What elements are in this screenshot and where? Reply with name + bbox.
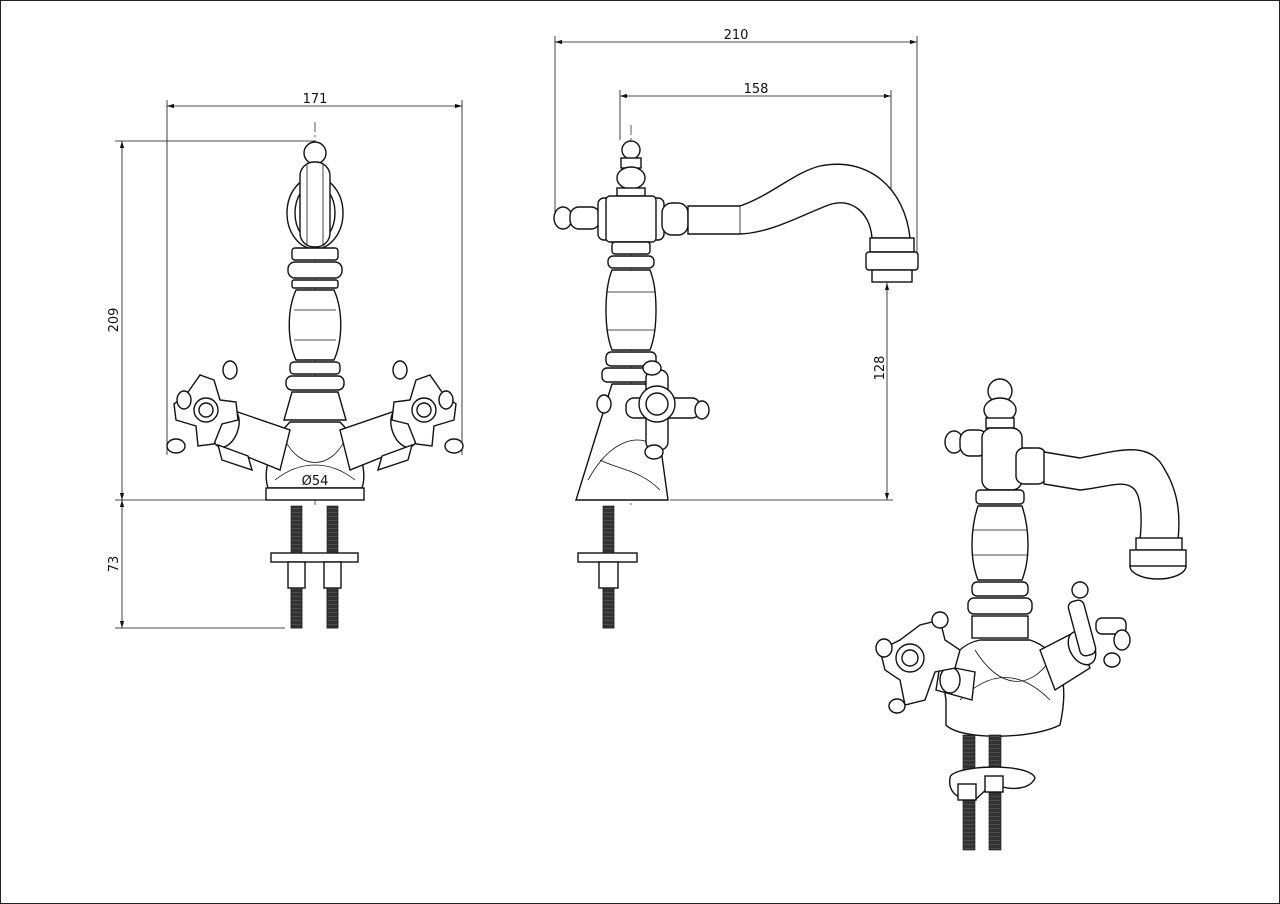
front-below-label: 73 bbox=[107, 556, 122, 573]
side-total-width-label: 210 bbox=[724, 28, 749, 43]
front-height-dimension: 209 bbox=[107, 140, 315, 501]
side-spout-height-label: 128 bbox=[873, 356, 888, 381]
side-view: 210 158 128 bbox=[553, 28, 919, 629]
side-spout-height-dimension: 128 bbox=[670, 283, 893, 501]
front-diameter-label: Ø54 bbox=[302, 474, 329, 489]
side-spout-reach-label: 158 bbox=[744, 82, 769, 97]
front-below-dimension: 73 bbox=[107, 500, 285, 629]
front-width-dimension: 171 bbox=[166, 92, 463, 455]
front-height-label: 209 bbox=[107, 308, 122, 333]
front-view: 171 209 73 bbox=[107, 92, 464, 629]
isometric-view bbox=[875, 378, 1187, 851]
side-total-width-dimension: 210 bbox=[554, 28, 918, 270]
front-width-label: 171 bbox=[303, 92, 328, 107]
